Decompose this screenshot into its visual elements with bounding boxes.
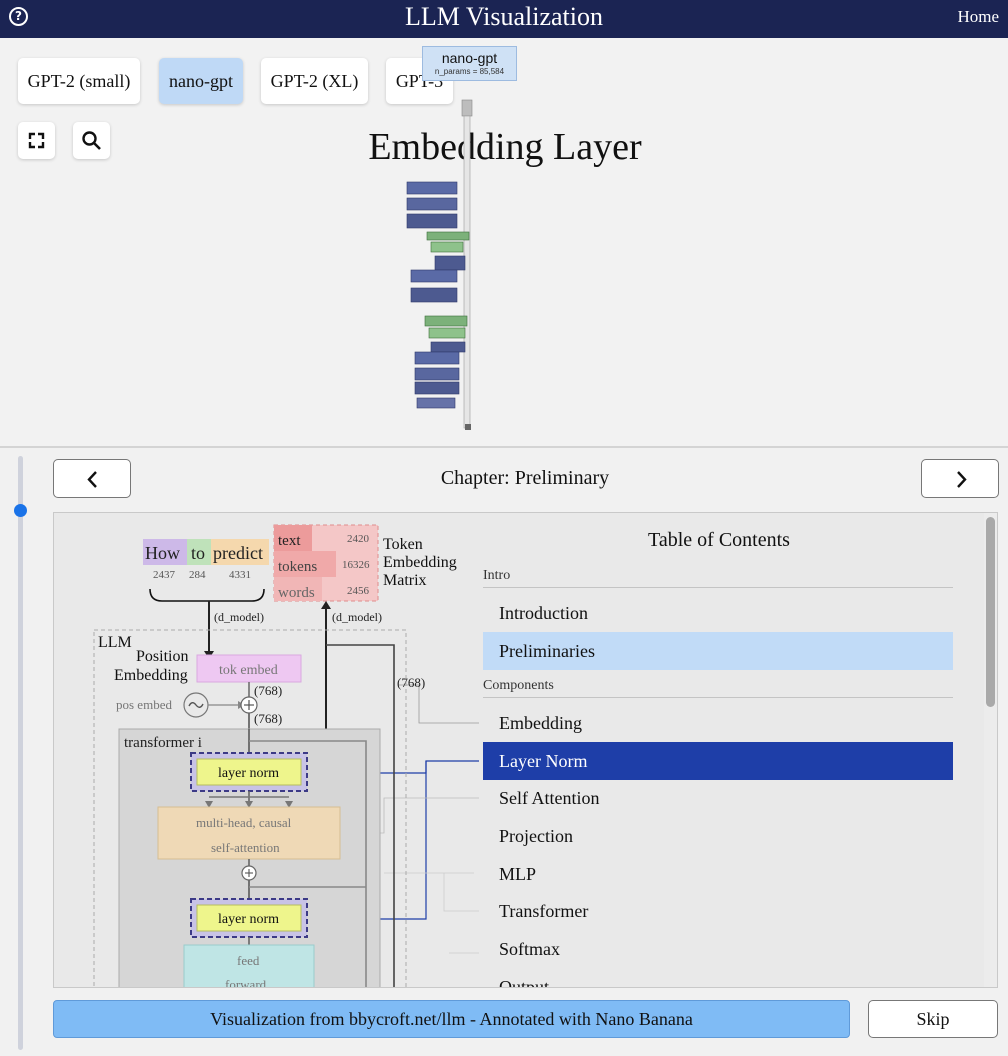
- matrix-id-text: 2420: [347, 533, 370, 545]
- token-id-predict: 4331: [229, 569, 251, 581]
- feed-forward-box: [183, 944, 315, 987]
- section-divider: [0, 446, 1008, 448]
- token-box-to: [187, 539, 211, 565]
- chapter-content-panel[interactable]: How to predict 2437 284 4331 (d_model) t…: [53, 512, 998, 988]
- model-button-nano-gpt[interactable]: nano-gpt: [159, 58, 243, 104]
- model-tag-count: n_params = 85,584: [434, 67, 505, 76]
- token-brace: [149, 588, 265, 602]
- model-viewport[interactable]: GPT-2 (small) nano-gpt GPT-2 (XL) GPT-3 …: [0, 38, 1008, 446]
- model-button-gpt2-small[interactable]: GPT-2 (small): [18, 58, 140, 104]
- tok-embed-box: [196, 654, 302, 683]
- toc-heading: Table of Contents: [648, 529, 790, 551]
- position-embedding-label-1: Position: [136, 648, 188, 665]
- matrix-label-1: Token: [383, 536, 423, 553]
- toc-item-projection[interactable]: Projection: [499, 826, 573, 846]
- matrix-row-words: words: [278, 585, 315, 601]
- toc-item-introduction[interactable]: Introduction: [499, 603, 588, 623]
- dim-768-a: (768): [254, 683, 282, 698]
- model-tag-name: nano-gpt: [441, 50, 498, 66]
- llm-label: LLM: [98, 634, 132, 651]
- matrix-id-words: 2456: [347, 585, 370, 597]
- app-header: ? LLM Visualization Home: [0, 0, 1008, 38]
- toc-item-preliminaries[interactable]: Preliminaries: [483, 632, 953, 670]
- app-title: LLM Visualization: [405, 2, 603, 31]
- toc-item-transformer[interactable]: Transformer: [499, 901, 589, 921]
- d-model-label-right: (d_model): [332, 610, 382, 624]
- toc-item-softmax[interactable]: Softmax: [499, 939, 560, 959]
- matrix-row-text: text: [278, 533, 301, 549]
- chevron-left-icon: [87, 471, 97, 488]
- home-link[interactable]: Home: [957, 7, 999, 26]
- prev-chapter-button[interactable]: [53, 459, 131, 498]
- search-button[interactable]: [73, 122, 110, 159]
- toc-item-output[interactable]: Output: [499, 977, 550, 988]
- feed-forward-label-2: forward: [225, 977, 267, 988]
- dim-768-right: (768): [397, 675, 425, 690]
- layer-norm-label-1: layer norm: [218, 766, 279, 781]
- search-icon: [82, 131, 101, 150]
- matrix-id-tokens: 16326: [342, 559, 370, 571]
- transformer-label: transformer i: [124, 735, 202, 751]
- toc-section-intro: Intro: [483, 568, 511, 583]
- matrix-label-2: Embedding: [383, 554, 457, 571]
- toc-divider: [483, 587, 953, 588]
- panel-scrollbar-thumb[interactable]: [986, 517, 995, 707]
- toc-item-self-attention[interactable]: Self Attention: [499, 788, 600, 808]
- token-id-to: 284: [189, 569, 206, 581]
- fullscreen-icon: [28, 132, 45, 149]
- llm-container: [93, 629, 407, 987]
- toc-item-embedding[interactable]: Embedding: [499, 713, 582, 733]
- token-to: to: [191, 543, 205, 563]
- toc-divider: [483, 697, 953, 698]
- pos-embed-label: pos embed: [116, 697, 172, 712]
- position-embedding-label-2: Embedding: [114, 667, 188, 684]
- credit-banner[interactable]: Visualization from bbycroft.net/llm - An…: [53, 1000, 850, 1038]
- layer-norm-label-2: layer norm: [218, 912, 279, 927]
- matrix-label-3: Matrix: [383, 572, 427, 589]
- model-label-tag: nano-gpt n_params = 85,584: [422, 46, 517, 81]
- fullscreen-button[interactable]: [18, 122, 55, 159]
- d-model-label-left: (d_model): [214, 610, 264, 624]
- attention-label-2: self-attention: [211, 840, 280, 855]
- model-3d-render: [406, 99, 473, 430]
- help-icon[interactable]: ?: [9, 7, 28, 26]
- feed-forward-label-1: feed: [237, 953, 260, 968]
- model-button-gpt2-xl[interactable]: GPT-2 (XL): [261, 58, 368, 104]
- token-predict: predict: [213, 543, 263, 563]
- chapter-title: Chapter: Preliminary: [440, 467, 610, 489]
- view-title: Embedding Layer: [368, 126, 642, 168]
- attention-label-1: multi-head, causal: [196, 815, 292, 830]
- toc-item-mlp[interactable]: MLP: [499, 864, 537, 884]
- token-how: How: [145, 543, 180, 563]
- progress-slider-track[interactable]: [18, 456, 23, 1050]
- token-id-how: 2437: [153, 569, 176, 581]
- dim-768-b: (768): [254, 711, 282, 726]
- toc-section-components: Components: [483, 678, 554, 693]
- tok-embed-label: tok embed: [219, 663, 278, 678]
- matrix-row-tokens: tokens: [278, 559, 317, 575]
- token-box-how: [143, 539, 187, 565]
- architecture-diagram: How to predict 2437 284 4331 (d_model) t…: [93, 524, 479, 988]
- skip-button[interactable]: Skip: [868, 1000, 998, 1038]
- token-box-predict: [211, 539, 269, 565]
- chevron-right-icon: [957, 471, 967, 488]
- progress-slider-thumb[interactable]: [14, 504, 27, 517]
- toc-item-layer-norm[interactable]: Layer Norm: [483, 742, 953, 780]
- next-chapter-button[interactable]: [921, 459, 999, 498]
